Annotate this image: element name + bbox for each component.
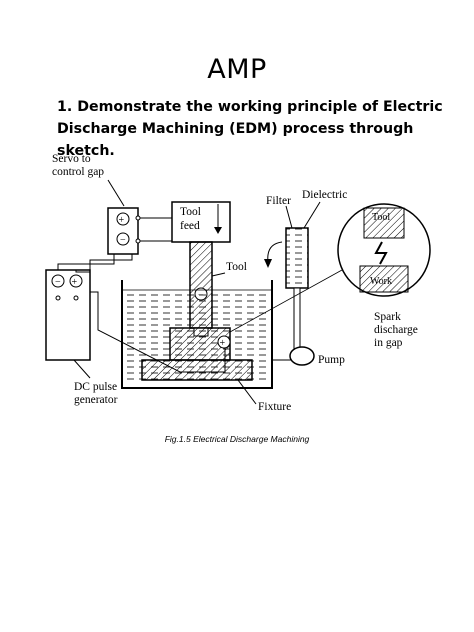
svg-text:−: − — [120, 235, 126, 246]
tool-label: Tool — [226, 261, 247, 273]
servo-control-box: + − — [107, 207, 141, 255]
filter-label: Filter — [266, 195, 291, 207]
fixture-label: Fixture — [258, 401, 291, 413]
question-line-2: Discharge Machining (EDM) process throug… — [57, 121, 414, 159]
pump-label: Pump — [318, 354, 345, 366]
dc-pulse-generator: − + — [45, 269, 91, 361]
page-title: AMP — [207, 54, 267, 85]
tool-feed-label-2: feed — [180, 220, 200, 232]
spark-label-2: discharge — [374, 324, 418, 336]
svg-text:−: − — [55, 277, 61, 288]
dielectric-label: Dielectric — [302, 189, 347, 201]
tool-feed-box — [171, 201, 231, 243]
spark-label-1: Spark — [374, 311, 401, 323]
servo-label-1: Servo to — [52, 153, 91, 165]
servo-label-2: control gap — [52, 166, 104, 178]
dc-label-1: DC pulse — [74, 381, 117, 393]
question-text: 1. Demonstrate the working principle of … — [57, 96, 457, 162]
filter-unit — [264, 227, 315, 366]
edm-diagram: + − Servo to control gap Tool feed − Too… — [45, 153, 431, 413]
tool-feed-label-1: Tool — [180, 206, 201, 218]
svg-text:+: + — [220, 338, 226, 349]
svg-text:+: + — [119, 215, 125, 226]
figure-caption: Fig.1.5 Electrical Discharge Machining — [164, 434, 310, 444]
spark-label-3: in gap — [374, 337, 403, 349]
spark-gap-inset — [337, 203, 431, 297]
inset-tool-label: Tool — [372, 212, 390, 223]
dc-label-2: generator — [74, 394, 118, 406]
inset-work-label: Work — [370, 276, 392, 287]
svg-text:+: + — [72, 277, 78, 288]
question-line-1: 1. Demonstrate the working principle of … — [57, 99, 443, 115]
workpiece-fixture: + — [141, 327, 253, 381]
